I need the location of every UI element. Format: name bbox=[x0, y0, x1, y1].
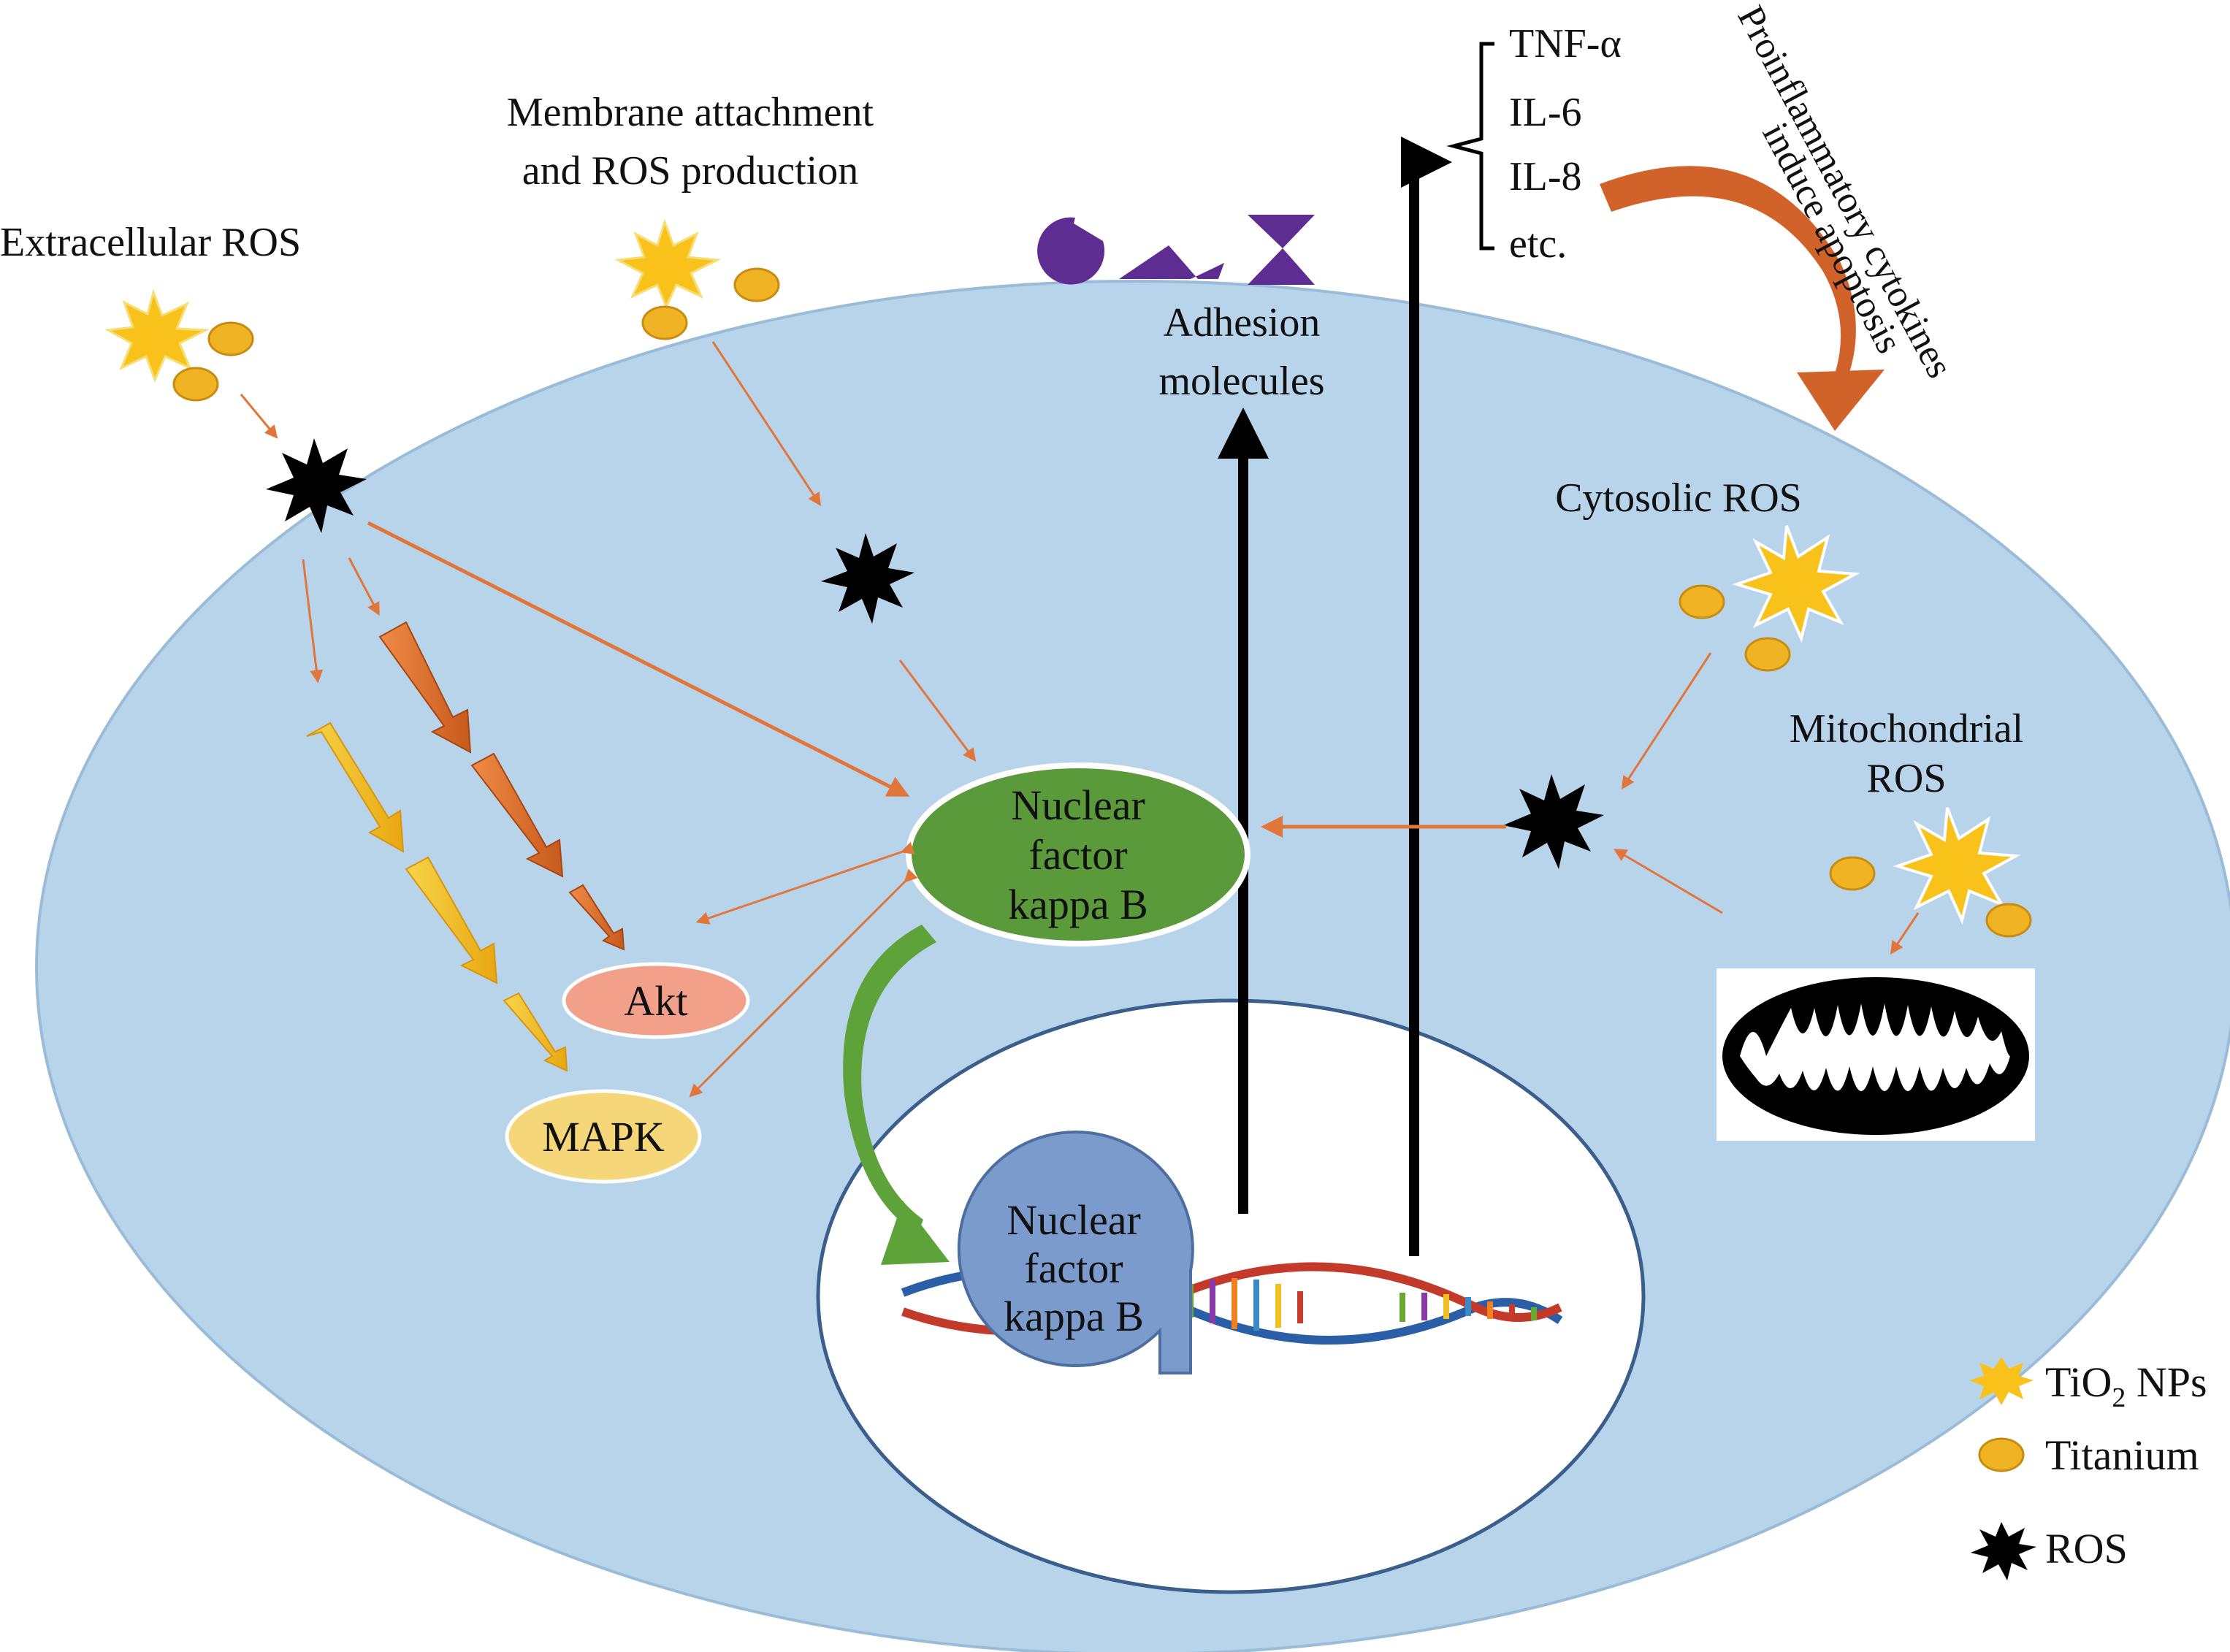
extracellular-ros-label: Extracellular ROS bbox=[0, 220, 301, 265]
mapk-label: MAPK bbox=[542, 1113, 665, 1160]
ros-burst-icon bbox=[821, 533, 914, 624]
mitochondrion-icon bbox=[1717, 968, 2035, 1141]
nfkb-label: kappa B bbox=[1008, 881, 1148, 928]
titanium-particle-icon bbox=[207, 321, 254, 356]
legend-titanium-icon bbox=[1978, 1437, 2025, 1472]
titanium-particle-icon bbox=[1744, 637, 1791, 672]
yellow-signal-arrow bbox=[306, 722, 568, 1072]
legend-titanium-label: Titanium bbox=[2045, 1431, 2199, 1479]
nfkb-nuclear-label: Nuclear bbox=[1007, 1196, 1141, 1244]
mitochondrial-ros-label: ROS bbox=[1867, 756, 1947, 801]
membrane-attachment-label: and ROS production bbox=[522, 148, 858, 194]
akt-label: Akt bbox=[625, 977, 688, 1025]
titanium-particle-icon bbox=[1985, 903, 2032, 938]
cell-nucleus bbox=[816, 998, 1646, 1594]
cytokine-etc: etc. bbox=[1509, 221, 1567, 267]
apoptosis-curved-arrow bbox=[1600, 166, 1885, 431]
cytokine-bracket bbox=[1446, 42, 1494, 251]
akt-node bbox=[562, 962, 750, 1039]
ros-burst-icon bbox=[266, 438, 367, 533]
tio2-star-icon bbox=[104, 288, 210, 383]
nfkb-label: factor bbox=[1028, 831, 1127, 879]
adhesion-molecules-label: Adhesion bbox=[1164, 300, 1321, 345]
cytokine-secretion-arrow bbox=[1401, 137, 1452, 1256]
titanium-particle-icon bbox=[172, 367, 219, 402]
legend-ros-label: ROS bbox=[2045, 1525, 2128, 1572]
titanium-particle-icon bbox=[1679, 584, 1725, 619]
mitochondrial-ros-label: Mitochondrial bbox=[1790, 706, 2023, 752]
legend: TiO2 NPs Titanium ROS bbox=[1969, 1357, 2207, 1580]
legend-tio2-icon bbox=[1969, 1357, 2034, 1405]
tio2-star-icon bbox=[1732, 525, 1860, 643]
tio2-star-icon bbox=[1893, 807, 2021, 925]
nfkb-nuclear-label: factor bbox=[1024, 1244, 1123, 1292]
membrane-attachment-label: Membrane attachment bbox=[507, 90, 874, 135]
orange-signal-arrow bbox=[378, 621, 625, 951]
nfkb-nuclear-label: kappa B bbox=[1004, 1293, 1144, 1340]
cell-cytoplasm bbox=[35, 280, 2230, 1652]
nfkb-label: Nuclear bbox=[1011, 781, 1145, 829]
cytosolic-ros-label: Cytosolic ROS bbox=[1555, 475, 1802, 521]
cytokine-il6: IL-6 bbox=[1509, 90, 1582, 135]
titanium-particle-icon bbox=[1829, 856, 1876, 891]
titanium-particle-icon bbox=[641, 305, 688, 340]
tio2-star-icon bbox=[614, 218, 722, 310]
mapk-node bbox=[505, 1089, 702, 1184]
cytokine-tnf-alpha: TNF-α bbox=[1509, 21, 1622, 66]
cytokine-il8: IL-8 bbox=[1509, 154, 1582, 199]
nfkb-translocation-arrow bbox=[843, 925, 950, 1265]
adhesion-molecule-icons bbox=[1037, 215, 1315, 285]
nfkb-nuclear-node bbox=[957, 1131, 1194, 1374]
titanium-particle-icon bbox=[733, 267, 780, 302]
adhesion-molecules-label: molecules bbox=[1158, 359, 1324, 404]
ros-burst-icon bbox=[1503, 774, 1604, 869]
legend-tio2-label: TiO2 NPs bbox=[2045, 1358, 2207, 1413]
legend-ros-icon bbox=[1971, 1522, 2036, 1580]
